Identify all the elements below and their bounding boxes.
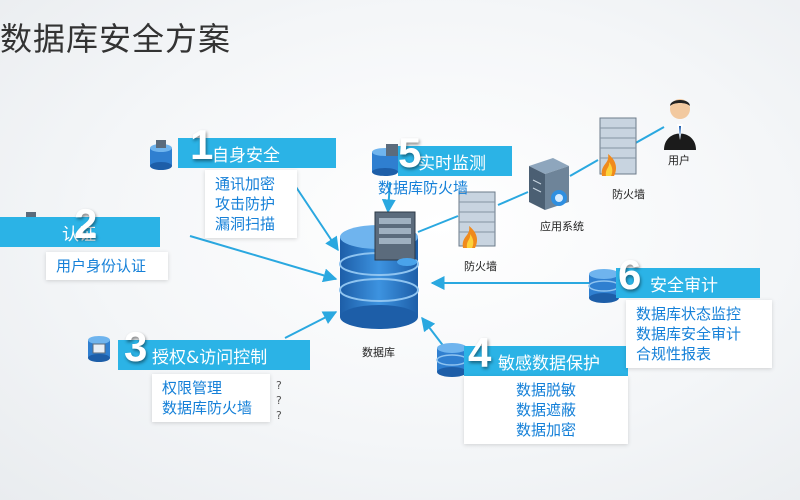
module-2-banner: 认证 [0,217,160,247]
module-3-icon [88,336,110,362]
user-icon [664,99,696,150]
question-mark: ? [276,379,282,392]
question-mark: ? [276,394,282,407]
module-3-question-marks: ? ? ? [276,378,282,423]
app-system-label: 应用系统 [540,220,584,233]
module-1-items: 通讯加密 攻击防护 漏洞扫描 [205,170,297,238]
module-1-title: 自身安全 [212,145,280,166]
link-db-firewall [417,215,459,233]
module-6-items: 数据库状态监控 数据库安全审计 合规性报表 [626,300,772,368]
question-mark: ? [276,409,282,422]
module-6-item: 数据库安全审计 [636,325,742,343]
module-6-banner: 安全审计 [616,268,760,298]
module-6-item: 合规性报表 [636,345,712,363]
module-3-item: 数据库防火墙 [162,399,253,417]
arrow-from-module-2 [189,235,338,283]
firewall-icon [458,191,496,248]
module-6-number: 6 [618,251,642,298]
module-1-icon [150,140,172,170]
module-3-banner: 授权&访问控制 [118,340,310,370]
module-3-item: 权限管理 [162,379,223,397]
link-app-firewall [569,159,599,177]
module-1-item: 通讯加密 [215,175,276,193]
module-1-number: 1 [190,121,214,168]
module-2-title: 认证 [62,224,96,245]
user-label: 用户 [668,154,690,167]
module-3-title: 授权&访问控制 [152,347,268,368]
database-label: 数据库 [362,346,395,359]
module-4-item: 数据遮蔽 [515,401,576,419]
module-4-title: 敏感数据保护 [498,353,600,374]
module-4-items: 数据脱敏 数据遮蔽 数据加密 [464,376,628,444]
arrow-from-module-5 [381,181,396,214]
module-6-icon [588,269,620,303]
firewall-right-label: 防火墙 [612,188,645,201]
app-server-icon [529,158,569,210]
module-1-item: 漏洞扫描 [215,215,276,233]
page-title: 数据库安全方案 [0,20,232,58]
link-firewall-app [497,191,529,206]
module-5-title: 实时监测 [418,153,486,174]
firewall-icon [599,117,637,176]
module-4-number: 4 [468,329,492,376]
module-5-icon [372,144,398,176]
module-2-item: 用户身份认证 [56,257,147,275]
module-3-number: 3 [124,323,148,370]
module-5-banner: 实时监测 [398,146,512,176]
database-icon [339,211,419,329]
module-3-items: 权限管理 数据库防火墙 [152,374,270,422]
module-1-item: 攻击防护 [215,195,276,213]
module-1-banner: 自身安全 [178,138,336,168]
arrow-from-module-1 [289,177,339,252]
arrow-from-module-3 [284,311,338,339]
module-5-item: 数据库防火墙 [378,179,469,197]
module-4-item: 数据加密 [515,421,576,439]
module-6-item: 数据库状态监控 [636,305,742,323]
module-5-number: 5 [398,129,422,176]
module-5-items: 数据库防火墙 [372,178,494,198]
module-2-number: 2 [74,200,98,247]
module-4-icon [436,343,468,377]
module-4-banner: 敏感数据保护 [464,346,628,376]
link-firewall-user [631,126,665,146]
module-2-items: 用户身份认证 [46,252,168,280]
firewall-left-label: 防火墙 [464,260,497,273]
module-4-item: 数据脱敏 [515,381,576,399]
module-6-title: 安全审计 [650,275,718,296]
